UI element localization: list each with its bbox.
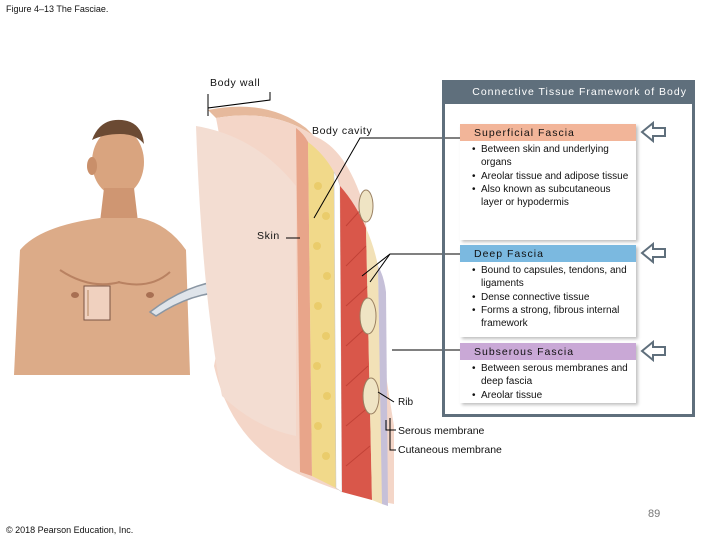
superficial-fascia-bullet: Also known as subcutaneous layer or hypo… bbox=[472, 183, 632, 210]
subserous-fascia-list: Between serous membranes and deep fascia… bbox=[460, 360, 636, 402]
copyright: © 2018 Pearson Education, Inc. bbox=[6, 525, 134, 535]
left-arrow-icon bbox=[640, 121, 666, 143]
deep-fascia-bullet: Forms a strong, fibrous internal framewo… bbox=[472, 304, 632, 331]
rib-label: Rib bbox=[398, 397, 414, 408]
framework-title: Connective Tissue Framework of Body bbox=[442, 80, 695, 104]
left-arrow-icon bbox=[640, 340, 666, 362]
left-arrow-icon bbox=[640, 242, 666, 264]
superficial-fascia-card: Superficial Fascia Between skin and unde… bbox=[460, 124, 636, 240]
deep-fascia-card: Deep Fascia Bound to capsules, tendons, … bbox=[460, 245, 636, 337]
superficial-fascia-bullet: Between skin and underlying organs bbox=[472, 143, 632, 170]
superficial-fascia-title: Superficial Fascia bbox=[460, 124, 636, 141]
skin-label: Skin bbox=[257, 230, 280, 242]
deep-fascia-bullet: Bound to capsules, tendons, and ligament… bbox=[472, 264, 632, 291]
serous-membrane-label: Serous membrane bbox=[398, 425, 485, 437]
subserous-fascia-card: Subserous Fascia Between serous membrane… bbox=[460, 343, 636, 403]
body-wall-label: Body wall bbox=[210, 77, 261, 89]
figure-title: Figure 4–13 The Fasciae. bbox=[6, 4, 109, 14]
superficial-fascia-list: Between skin and underlying organs Areol… bbox=[460, 141, 636, 209]
subserous-fascia-bullet: Areolar tissue bbox=[472, 389, 632, 403]
deep-fascia-title: Deep Fascia bbox=[460, 245, 636, 262]
torso-illustration bbox=[14, 119, 190, 375]
superficial-fascia-bullet: Areolar tissue and adipose tissue bbox=[472, 170, 632, 184]
deep-fascia-list: Bound to capsules, tendons, and ligament… bbox=[460, 262, 636, 330]
subserous-fascia-bullet: Between serous membranes and deep fascia bbox=[472, 362, 632, 389]
body-wall-bracket bbox=[207, 92, 271, 116]
body-cavity-label: Body cavity bbox=[312, 125, 373, 137]
cutaneous-membrane-label: Cutaneous membrane bbox=[398, 444, 502, 456]
subserous-fascia-title: Subserous Fascia bbox=[460, 343, 636, 360]
deep-fascia-bullet: Dense connective tissue bbox=[472, 291, 632, 305]
page-number: 89 bbox=[648, 508, 661, 520]
body-wall-illustration bbox=[196, 106, 394, 506]
